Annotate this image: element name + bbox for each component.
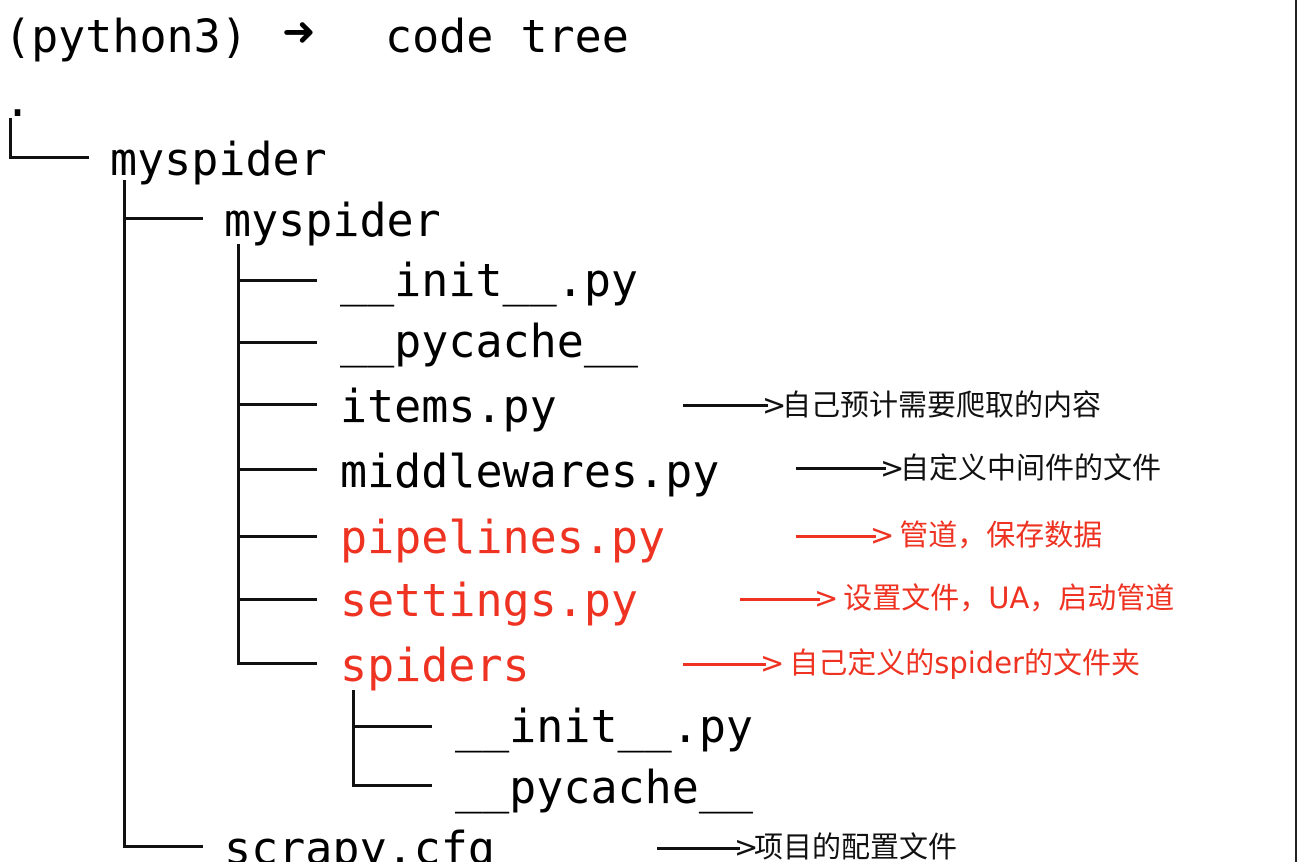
tree-connector [237, 341, 317, 344]
annotation-arrow-head-icon: > [880, 451, 905, 485]
tree-item-project-dir: myspider [110, 133, 327, 186]
tree-connector [352, 690, 355, 786]
annotation-arrow-line [657, 847, 740, 850]
tree-connector [237, 662, 317, 665]
tree-connector [9, 118, 12, 158]
annotation-spiders: 自己定义的spider的文件夹 [780, 646, 1140, 680]
annotation-arrow-line [683, 663, 766, 666]
tree-connector [9, 156, 89, 159]
tree-connector [123, 217, 203, 220]
tree-connector [123, 180, 126, 848]
tree-item-spiders-init: __init__.py [455, 700, 754, 753]
annotation-arrow-head-icon: > [814, 581, 839, 615]
annotation-settings: 设置文件，UA，启动管道 [834, 581, 1175, 615]
tree-connector [237, 403, 317, 406]
tree-item-init: __init__.py [340, 254, 639, 307]
tree-connector [237, 535, 317, 538]
prompt-arrow-icon: ➜ [282, 9, 316, 55]
tree-item-spiders: spiders [340, 639, 530, 692]
command-text: code tree [385, 10, 629, 63]
annotation-arrow-head-icon: > [870, 518, 895, 552]
tree-item-items: items.py [340, 380, 557, 433]
tree-item-cfg: scrapy.cfg [224, 822, 495, 862]
tree-connector [123, 845, 203, 848]
tree-item-pipelines: pipelines.py [340, 511, 666, 564]
annotation-middlewares: 自定义中间件的文件 [900, 451, 1162, 485]
annotation-pipelines: 管道，保存数据 [890, 518, 1103, 552]
annotation-arrow-head-icon: > [760, 646, 785, 680]
tree-connector [237, 244, 240, 664]
annotation-cfg: 项目的配置文件 [754, 830, 958, 862]
tree-item-package-dir: myspider [224, 194, 441, 247]
tree-item-spiders-pycache: __pycache__ [455, 761, 754, 814]
annotation-arrow-line [683, 404, 768, 407]
annotation-items: 自己预计需要爬取的内容 [782, 388, 1102, 422]
prompt-env: (python3) [4, 10, 248, 63]
tree-connector [352, 784, 432, 787]
annotation-arrow-line [796, 535, 876, 538]
annotation-arrow-head-icon: > [734, 830, 759, 862]
tree-item-middlewares: middlewares.py [340, 445, 720, 498]
tree-item-pycache: __pycache__ [340, 315, 639, 368]
annotation-arrow-head-icon: > [762, 388, 787, 422]
tree-connector [237, 468, 317, 471]
window-edge [1295, 0, 1297, 862]
tree-root: . [4, 74, 32, 127]
tree-item-settings: settings.py [340, 574, 639, 627]
tree-connector [237, 279, 317, 282]
tree-connector [352, 725, 432, 728]
annotation-arrow-line [740, 598, 820, 601]
annotation-arrow-line [796, 467, 886, 470]
tree-connector [237, 598, 317, 601]
